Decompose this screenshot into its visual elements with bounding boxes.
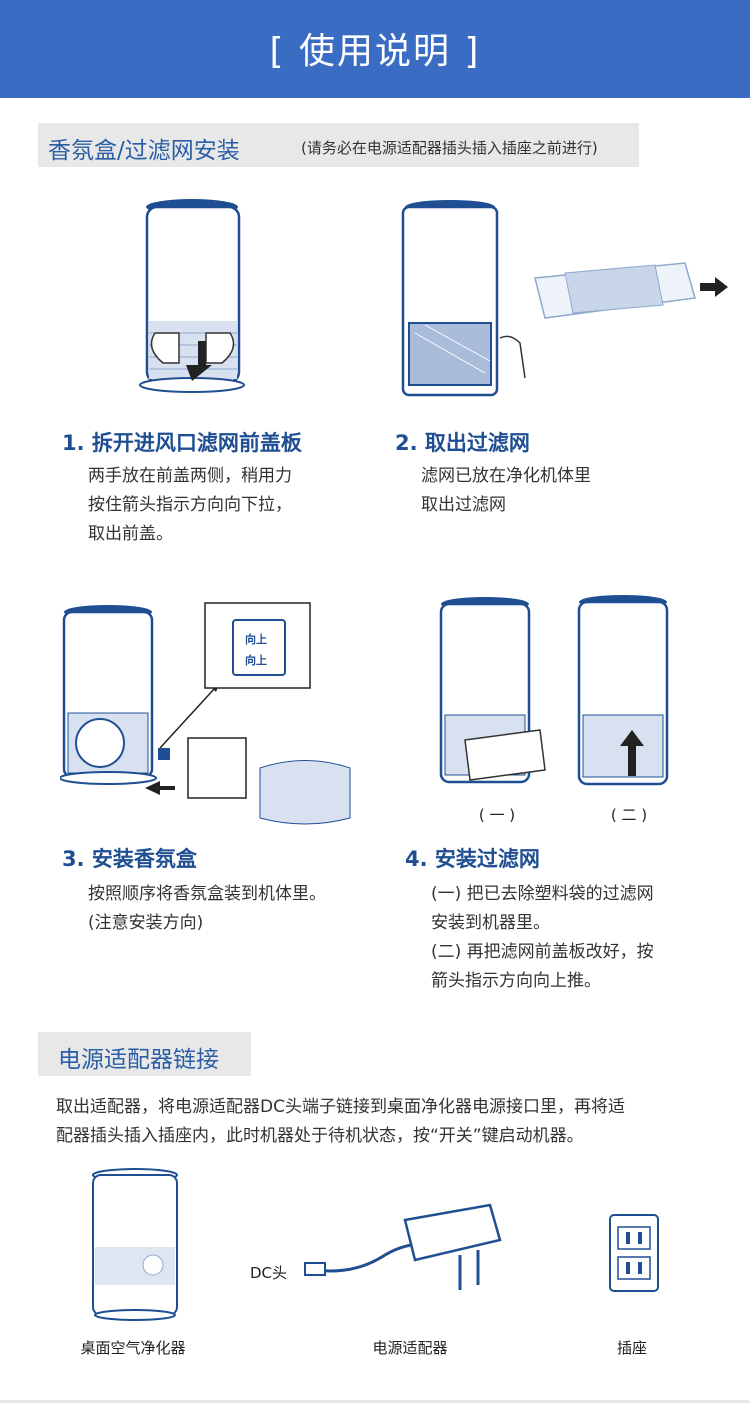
section-heading-adapter: 电源适配器链接 — [38, 1032, 251, 1076]
step3-line: (注意安装方向) — [88, 913, 204, 933]
step1-text: 两手放在前盖两侧，稍用力 按住箭头指示方向向下拉， 取出前盖。 — [88, 462, 292, 549]
step4-line: 安装到机器里。 — [431, 913, 550, 933]
adapter-line: 配器插头插入插座内，此时机器处于待机状态，按“开关”键启动机器。 — [56, 1126, 584, 1146]
step4-text: (一) 把已去除塑料袋的过滤网 安装到机器里。 (二) 再把滤网前盖板改好，按 … — [431, 880, 654, 996]
caption-socket: 插座 — [616, 1339, 647, 1357]
step1-line: 两手放在前盖两侧，稍用力 — [88, 466, 292, 486]
step3-line: 按照顺序将香氛盒装到机体里。 — [88, 884, 326, 904]
step2-illustration — [401, 200, 728, 397]
adapter-line: 取出适配器，将电源适配器DC头端子链接到桌面净化器电源接口里，再将适 — [56, 1097, 625, 1117]
step2-line: 滤网已放在净化机体里 — [421, 466, 591, 486]
caption-purifier: 桌面空气净化器 — [80, 1339, 186, 1357]
step1-line: 按住箭头指示方向向下拉， — [88, 495, 292, 515]
step2-text: 滤网已放在净化机体里 取出过滤网 — [421, 462, 591, 520]
step4-caption-1: ( 一 ) — [478, 806, 516, 824]
caption-adapter: 电源适配器 — [372, 1339, 448, 1357]
section-title: 香氛盒/过滤网安装 — [48, 138, 240, 164]
up-label-1: 向上 — [245, 632, 267, 646]
step4-caption-2: ( 二 ) — [610, 806, 648, 824]
dc-plug-label: DC头 — [250, 1264, 288, 1282]
up-label-2: 向上 — [245, 653, 267, 667]
step1-line: 取出前盖。 — [88, 524, 173, 544]
section-note: (请务必在电源适配器插头插入插座之前进行) — [301, 139, 598, 157]
section-heading-filter-install: 香氛盒/过滤网安装 (请务必在电源适配器插头插入插座之前进行) — [38, 123, 639, 167]
step2-title: 2. 取出过滤网 — [395, 431, 530, 455]
step4-line: 箭头指示方向向上推。 — [431, 971, 601, 991]
adapter-illustration — [304, 1203, 502, 1290]
step4-title: 4. 安装过滤网 — [405, 847, 540, 871]
step4-line: (一) 把已去除塑料袋的过滤网 — [431, 884, 654, 904]
purifier-illustration — [92, 1168, 178, 1321]
page-title: [ 使用说明 ] — [269, 31, 481, 72]
header-bar: [ 使用说明 ] — [0, 0, 750, 98]
step3-title: 3. 安装香氛盒 — [62, 847, 197, 871]
step1-illustration — [139, 199, 245, 393]
step4-line: (二) 再把滤网前盖板改好，按 — [431, 942, 654, 962]
step3-text: 按照顺序将香氛盒装到机体里。 (注意安装方向) — [88, 880, 326, 938]
step3-illustration: 向上 向上 — [60, 602, 351, 825]
bottom-divider — [0, 1400, 750, 1403]
step2-line: 取出过滤网 — [421, 495, 506, 515]
step4-illustration — [439, 595, 669, 786]
socket-illustration — [609, 1214, 659, 1292]
step1-title: 1. 拆开进风口滤网前盖板 — [62, 431, 302, 455]
adapter-instructions: 取出适配器，将电源适配器DC头端子链接到桌面净化器电源接口里，再将适 配器插头插… — [56, 1093, 706, 1151]
section-title: 电源适配器链接 — [58, 1047, 219, 1073]
